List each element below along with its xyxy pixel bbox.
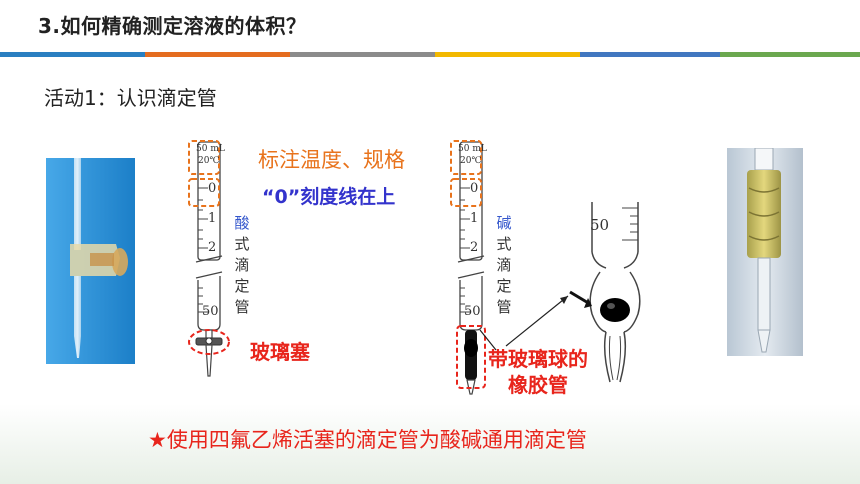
acid-char-3: 滴 — [234, 256, 250, 274]
base-burette-photo — [727, 148, 803, 356]
acid-burette-vertical-label: 酸 式 滴 定 管 — [232, 213, 252, 318]
activity-subtitle: 活动1：认识滴定管 — [44, 86, 217, 110]
acid-temperature-mark: 20℃ — [198, 156, 220, 166]
acid-tick-1: 1 — [208, 211, 217, 226]
acid-tick-0: 0 — [208, 181, 217, 196]
base-temperature-mark: 20℃ — [460, 156, 482, 166]
base-volume-mark: 50 mL — [458, 144, 487, 154]
rubber-tube-label: 带玻璃球的橡胶管 — [488, 347, 588, 397]
rubber-tube-detail-diagram — [560, 196, 670, 400]
footnote-note: ★使用四氟乙烯活塞的滴定管为酸碱通用滴定管 — [148, 428, 587, 452]
acid-char-4: 定 — [234, 277, 250, 295]
base-tick-1: 1 — [470, 211, 479, 226]
spec-annotation: 标注温度、规格 — [258, 148, 405, 172]
base-burette-vertical-label: 碱 式 滴 定 管 — [494, 213, 514, 318]
zero-line-annotation: “0”刻度线在上 — [262, 186, 396, 208]
base-char-2: 式 — [496, 235, 512, 253]
slide-title: 3.如何精确测定溶液的体积？ — [38, 14, 307, 38]
base-burette-diagram — [448, 138, 498, 402]
base-char-1: 碱 — [496, 214, 512, 232]
acid-burette-photo — [46, 158, 135, 364]
acid-char-2: 式 — [234, 235, 250, 253]
title-color-divider — [0, 52, 860, 57]
detail-scale-50: 50 — [590, 216, 610, 234]
base-tick-0: 0 — [470, 181, 479, 196]
rubber-tube-pointer-lines — [479, 295, 569, 351]
base-tick-2: 2 — [470, 240, 479, 255]
acid-char-5: 管 — [234, 298, 250, 316]
acid-tick-50: 50 — [202, 304, 219, 319]
glass-stopcock-label: 玻璃塞 — [250, 340, 310, 364]
base-tick-50: 50 — [464, 304, 481, 319]
base-char-4: 定 — [496, 277, 512, 295]
acid-burette-diagram — [186, 138, 234, 392]
bottom-background-fade — [0, 404, 860, 484]
acid-volume-mark: 50 mL — [196, 144, 225, 154]
acid-char-1: 酸 — [234, 214, 250, 232]
acid-tick-2: 2 — [208, 240, 217, 255]
base-char-3: 滴 — [496, 256, 512, 274]
base-char-5: 管 — [496, 298, 512, 316]
